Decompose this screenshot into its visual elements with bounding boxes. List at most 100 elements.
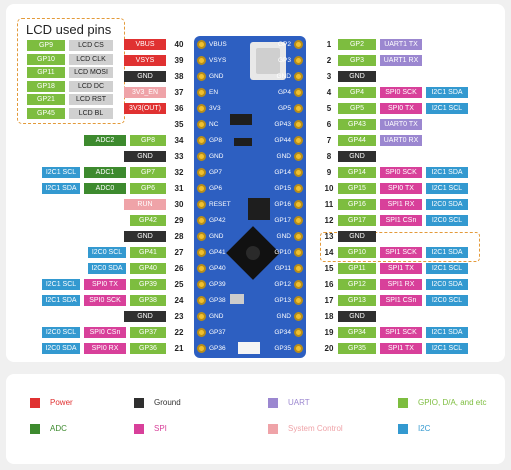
- lcd-gpio-label: GP45: [27, 108, 65, 119]
- pad-label: RESET: [209, 201, 231, 208]
- pin-label-power: VSYS: [124, 55, 166, 66]
- pin-number: 33: [174, 152, 184, 161]
- pin-label-spi: SPI1 TX: [380, 343, 422, 354]
- pad-label: GP35: [274, 345, 291, 352]
- pin-label-spi: SPI0 TX: [84, 279, 126, 290]
- pad-label: GND: [276, 233, 291, 240]
- pin-number: 40: [174, 40, 184, 49]
- legend-panel: [6, 374, 505, 464]
- pin-label-i2c: I2C1 SDA: [426, 87, 468, 98]
- pad-label: GP43: [274, 121, 291, 128]
- pad: [197, 56, 206, 65]
- pin-label-power: 3V3(OUT): [124, 103, 166, 114]
- pin-label-power: VBUS: [124, 39, 166, 50]
- lcd-func-label: LCD CS: [69, 40, 113, 51]
- pin-label-ground: GND: [338, 151, 376, 162]
- pad: [197, 344, 206, 353]
- pin-label-i2c: I2C1 SCL: [426, 103, 468, 114]
- pin-label-gpio: GP41: [130, 247, 166, 258]
- pin-number: 35: [174, 120, 184, 129]
- pad: [294, 72, 303, 81]
- pin-label-gpio: GP12: [338, 279, 376, 290]
- pin-number: 6: [326, 120, 332, 129]
- pin-label-spi: SPI1 RX: [380, 199, 422, 210]
- pad-label: GP39: [209, 281, 226, 288]
- pad-label: NC: [209, 121, 219, 128]
- pad-label: GP14: [274, 169, 291, 176]
- pin-label-spi: SPI1 TX: [380, 263, 422, 274]
- pin-label-ground: GND: [338, 311, 376, 322]
- pin-label-spi: SPI1 SCK: [380, 247, 422, 258]
- lcd-pins-title: LCD used pins: [26, 22, 112, 37]
- pin-label-ground: GND: [338, 71, 376, 82]
- legend-label-i2c: I2C: [418, 424, 431, 433]
- pin-number: 15: [324, 264, 334, 273]
- lcd-gpio-label: GP10: [27, 53, 65, 65]
- pad: [197, 136, 206, 145]
- pin-label-uart: UART0 TX: [380, 119, 422, 130]
- pin-label-i2c: I2C1 SCL: [426, 343, 468, 354]
- pad: [197, 264, 206, 273]
- pin-label-uart: UART1 TX: [380, 39, 422, 50]
- lcd-func-label: LCD RST: [69, 94, 113, 106]
- pad: [197, 40, 206, 49]
- pin-number: 7: [326, 136, 332, 145]
- pad-label: GP34: [274, 329, 291, 336]
- pad: [294, 104, 303, 113]
- pin-label-ground: GND: [124, 231, 166, 242]
- legend-swatch-gpio: [398, 398, 408, 408]
- pin-label-gpio: GP14: [338, 167, 376, 178]
- pin-number: 37: [174, 88, 184, 97]
- pin-number: 34: [174, 136, 184, 145]
- pin-label-i2c: I2C0 SDA: [426, 199, 468, 210]
- pin-number: 16: [324, 280, 334, 289]
- pad: [294, 264, 303, 273]
- pad: [294, 280, 303, 289]
- pin-label-i2c: I2C1 SCL: [426, 183, 468, 194]
- pad: [294, 40, 303, 49]
- pad-label: GND: [276, 313, 291, 320]
- pin-label-gpio: GP13: [338, 295, 376, 306]
- boot-button: [238, 342, 260, 354]
- pad: [197, 120, 206, 129]
- usb-socket: [256, 48, 280, 74]
- pin-label-i2c: I2C1 SCL: [426, 263, 468, 274]
- pad: [294, 328, 303, 337]
- flash-chip: [248, 198, 270, 220]
- pin-number: 14: [324, 248, 334, 257]
- pin-number: 12: [324, 216, 334, 225]
- pin-label-spi: SPI1 CSn: [380, 295, 422, 306]
- lcd-func-label: LCD MOSI: [69, 67, 113, 79]
- pad: [197, 168, 206, 177]
- pin-label-ground: GND: [124, 71, 166, 82]
- pad: [197, 280, 206, 289]
- pin-label-ground: GND: [338, 231, 376, 242]
- pin-label-spi: SPI1 SCK: [380, 327, 422, 338]
- pin-number: 8: [326, 152, 332, 161]
- pad: [294, 248, 303, 257]
- pin-number: 11: [324, 200, 334, 209]
- pin-label-spi: SPI1 CSn: [380, 215, 422, 226]
- pad: [197, 312, 206, 321]
- pin-label-i2c: I2C0 SDA: [426, 279, 468, 290]
- pad-label: GP37: [209, 329, 226, 336]
- pin-number: 2: [326, 56, 332, 65]
- pin-label-spi: SPI0 CSn: [84, 327, 126, 338]
- legend-label-sys: System Control: [288, 424, 343, 433]
- pin-number: 31: [174, 184, 184, 193]
- pad-label: GND: [209, 233, 224, 240]
- pin-label-gpio: GP36: [130, 343, 166, 354]
- pin-label-i2c: I2C0 SDA: [88, 263, 126, 274]
- pad-label: GP38: [209, 297, 226, 304]
- legend-label-power: Power: [50, 398, 73, 407]
- pin-label-i2c: I2C1 SDA: [426, 327, 468, 338]
- pin-label-spi: SPI0 SCK: [380, 87, 422, 98]
- pin-label-gpio: GP8: [130, 135, 166, 146]
- legend-swatch-adc: [30, 424, 40, 434]
- pad-label: VSYS: [209, 57, 227, 64]
- pin-label-i2c: I2C1 SCL: [42, 279, 80, 290]
- pin-label-gpio: GP16: [338, 199, 376, 210]
- pad-label: GP17: [274, 217, 291, 224]
- pin-label-i2c: I2C0 SCL: [42, 327, 80, 338]
- pad: [197, 328, 206, 337]
